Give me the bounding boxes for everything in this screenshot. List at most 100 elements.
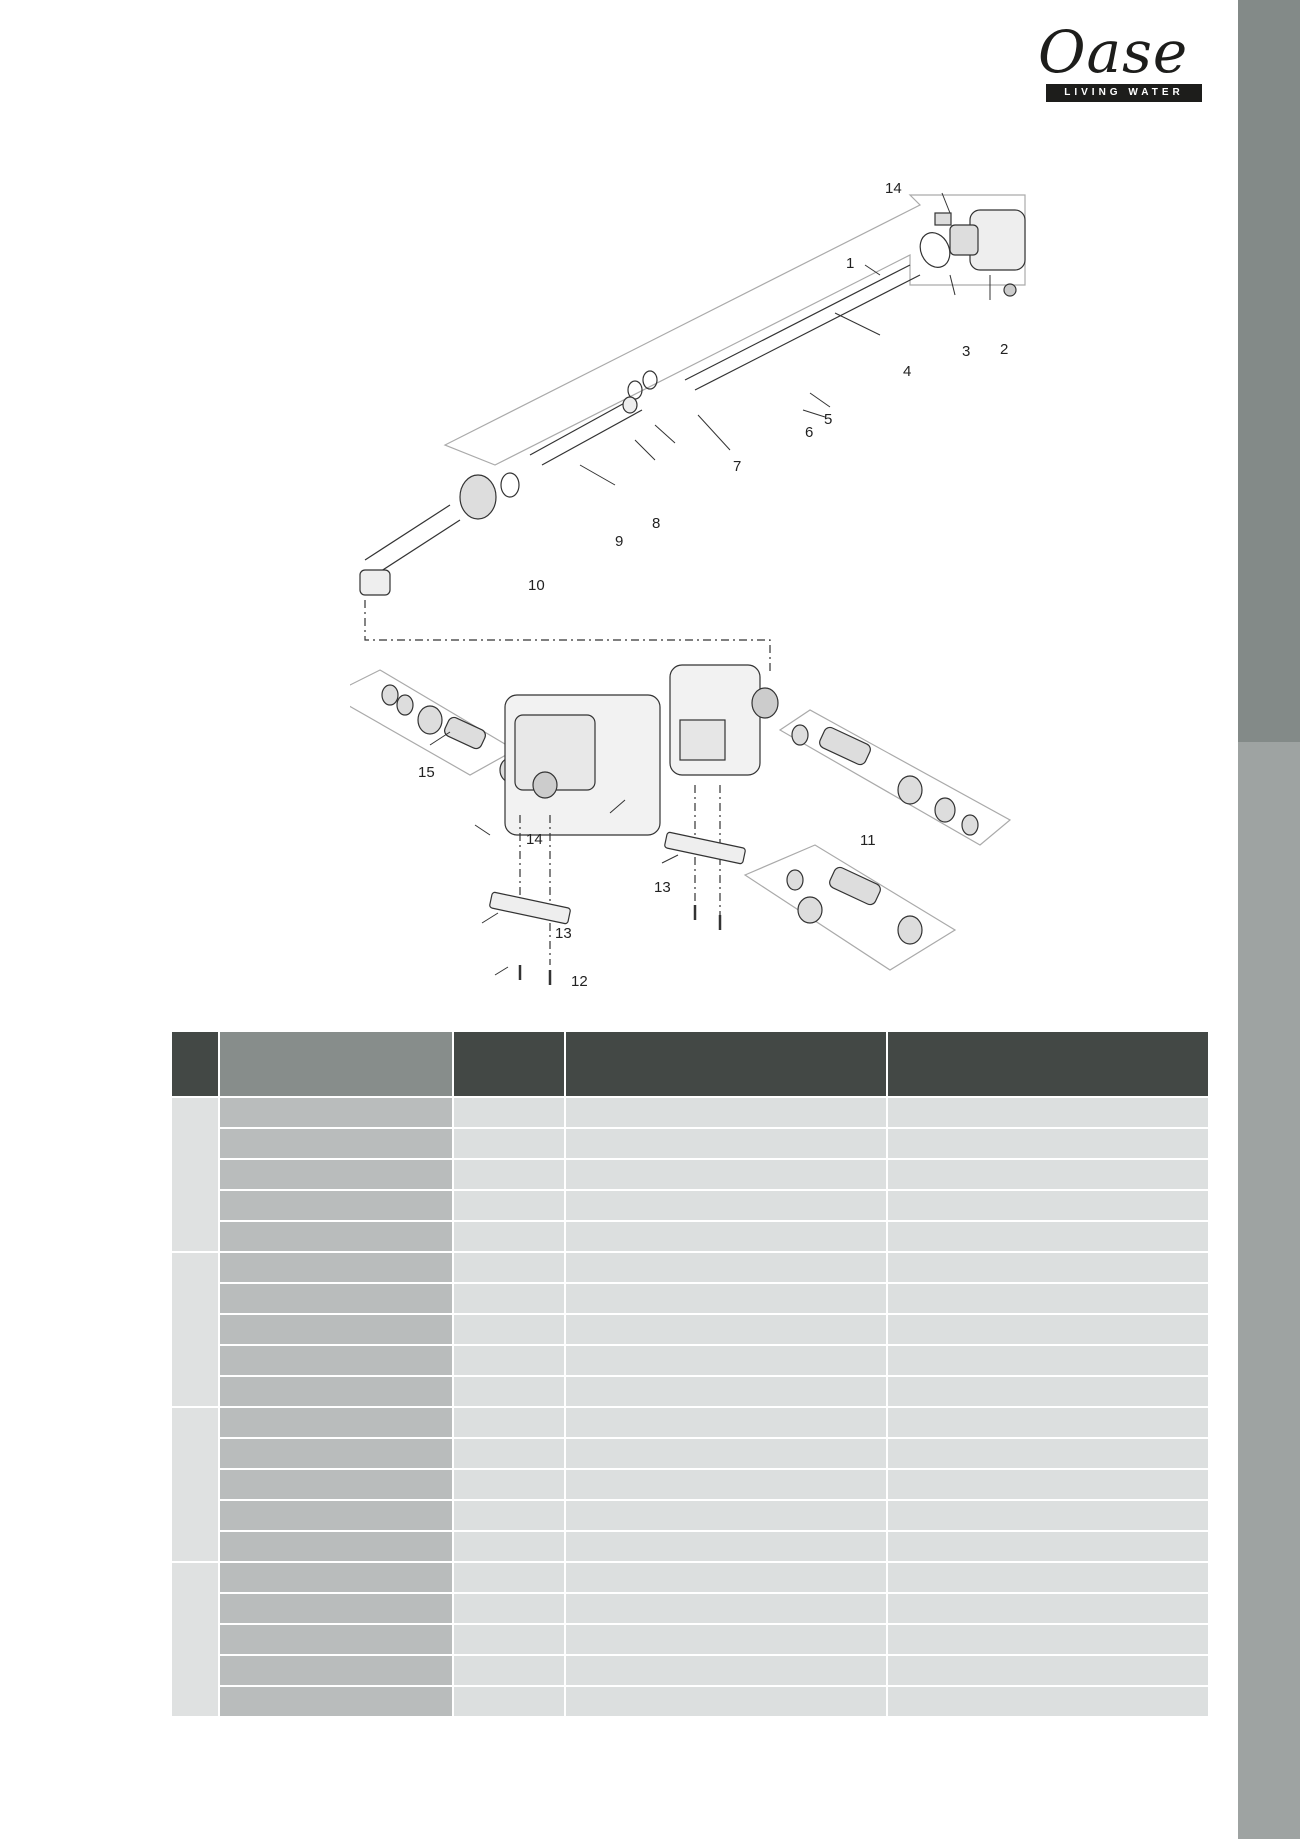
upper-group-outline [443, 194, 1026, 466]
table-cell [220, 1160, 452, 1189]
table-cell [453, 1377, 565, 1406]
part-3-o-ring [919, 232, 951, 268]
table-row [172, 1284, 1208, 1313]
table-cell [220, 1656, 452, 1685]
table-cell [888, 1160, 1208, 1189]
table-cell [888, 1098, 1208, 1127]
table-header-row [172, 1032, 1208, 1096]
table-cell [888, 1470, 1208, 1499]
table-cell [453, 1656, 565, 1685]
table-cell [453, 1625, 565, 1654]
exploded-parts-diagram: 14 1 3 2 4 5 6 7 8 9 10 11 15 14 13 13 1… [350, 180, 1026, 990]
side-tab-top [1238, 0, 1300, 742]
callout-13-right: 13 [654, 879, 671, 896]
table-cell [453, 1408, 565, 1437]
table-cell [566, 1129, 887, 1158]
table-row [172, 1656, 1208, 1685]
callout-5: 5 [824, 411, 832, 428]
table-cell [888, 1656, 1208, 1685]
part-7-uvc-lamp [529, 396, 643, 466]
group-11-lower-outline [743, 844, 957, 971]
table-cell [453, 1594, 565, 1623]
table-cell [220, 1470, 452, 1499]
callout-15: 15 [418, 764, 435, 781]
header-name [220, 1032, 452, 1096]
table-cell [220, 1439, 452, 1468]
table-cell [566, 1222, 887, 1251]
table-cell [453, 1098, 565, 1127]
table-cell [453, 1687, 565, 1716]
table-cell [566, 1625, 887, 1654]
table-cell [453, 1346, 565, 1375]
table-cell [888, 1408, 1208, 1437]
table-row [172, 1129, 1208, 1158]
table-cell [453, 1222, 565, 1251]
callout-2: 2 [1000, 341, 1008, 358]
table-cell [888, 1284, 1208, 1313]
table-cell [566, 1439, 887, 1468]
leader-lines [429, 192, 991, 976]
table-row [172, 1563, 1208, 1716]
table-row [172, 1377, 1208, 1406]
table-cell [220, 1253, 452, 1282]
table-cell [220, 1563, 452, 1592]
table-cell [220, 1098, 452, 1127]
table-row [172, 1501, 1208, 1530]
header-group [172, 1032, 219, 1096]
table-cell [566, 1315, 887, 1344]
table-cell [220, 1377, 452, 1406]
table-cell [566, 1470, 887, 1499]
part-13-mount-lower [489, 891, 571, 925]
callout-7: 7 [733, 458, 741, 475]
table-cell [566, 1377, 887, 1406]
callout-1: 1 [846, 255, 854, 272]
table-row [172, 1346, 1208, 1375]
table-cell [453, 1191, 565, 1220]
group-cell [172, 1408, 219, 1561]
table-cell [888, 1687, 1208, 1716]
table-cell [888, 1129, 1208, 1158]
part-16-clip [934, 212, 952, 226]
table-cell [566, 1160, 887, 1189]
part-5-ring [642, 370, 658, 390]
table-cell [453, 1253, 565, 1282]
table-row [172, 1253, 1208, 1406]
callout-11-upper: 11 [860, 832, 876, 849]
table-cell [566, 1253, 887, 1282]
logo-tagline: LIVING WATER [1046, 84, 1202, 102]
table-row [172, 1191, 1208, 1220]
table-cell [888, 1594, 1208, 1623]
table-row [172, 1470, 1208, 1499]
table-cell [888, 1222, 1208, 1251]
table-cell [888, 1346, 1208, 1375]
callout-16: 14 [885, 180, 902, 197]
table-cell [888, 1253, 1208, 1282]
table-cell [888, 1563, 1208, 1592]
table-cell [220, 1687, 452, 1716]
callout-6: 6 [805, 424, 813, 441]
table-cell [453, 1532, 565, 1561]
table-cell [888, 1439, 1208, 1468]
table-cell [888, 1625, 1208, 1654]
table-cell [566, 1687, 887, 1716]
table-cell [566, 1284, 887, 1313]
group-cell [172, 1253, 219, 1406]
table-cell [220, 1284, 452, 1313]
table-row [172, 1594, 1208, 1623]
table-cell [220, 1501, 452, 1530]
part-13-mount-upper [664, 831, 746, 865]
table-row [172, 1098, 1208, 1251]
table-cell [888, 1191, 1208, 1220]
table-cell [888, 1377, 1208, 1406]
table-cell [220, 1346, 452, 1375]
table-cell [220, 1625, 452, 1654]
parts-table [170, 1030, 1210, 1718]
part-15-fittings [381, 684, 521, 783]
table-cell [566, 1532, 887, 1561]
table-row [172, 1687, 1208, 1716]
table-cell [566, 1098, 887, 1127]
table-cell [220, 1222, 452, 1251]
table-cell [453, 1284, 565, 1313]
group-11-upper-outline [778, 709, 1012, 846]
table-cell [566, 1408, 887, 1437]
